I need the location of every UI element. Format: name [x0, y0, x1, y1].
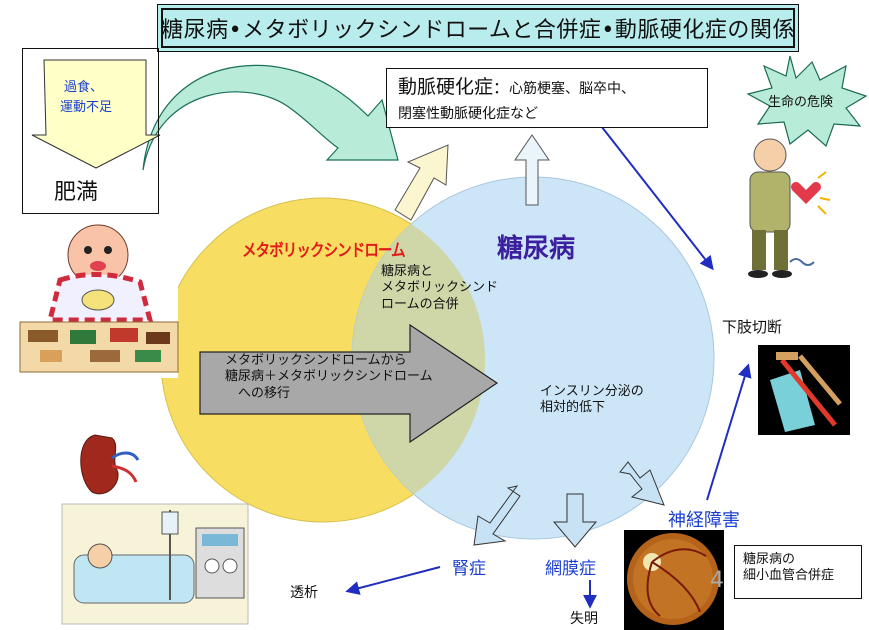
- arteriosclerosis-colon: ：: [493, 78, 510, 97]
- overeating-label: 過食、: [64, 80, 104, 95]
- nephropathy-label: 腎症: [452, 559, 486, 579]
- arteriosclerosis-diseases-2: 閉塞性動脈硬化症など: [398, 106, 538, 122]
- neuropathy-label: 神経障害: [668, 510, 740, 531]
- elderly-person-illustration: [748, 138, 831, 278]
- arteriosclerosis-heading: 動脈硬化症：心筋梗塞、脳卒中、: [398, 72, 635, 99]
- metabolic-to-arterio-arrow: [394, 144, 449, 221]
- lack-of-exercise-label: 運動不足: [60, 100, 113, 115]
- transition-arrow: [199, 323, 499, 444]
- arteriosclerosis-term: 動脈硬化症: [398, 76, 494, 98]
- amputation-label: 下肢切断: [722, 318, 783, 336]
- transition-label: メタボリックシンドロームから 糖尿病＋メタボリックシンドローム への移行: [225, 353, 433, 401]
- retina-photo: [624, 530, 724, 630]
- insulin-secretion-label: インスリン分泌の 相対的低下: [540, 384, 644, 416]
- kidney-illustration: [80, 434, 140, 495]
- arrow-to-elder: [597, 121, 714, 271]
- blindness-label: 失明: [570, 611, 598, 627]
- overlap-region: [352, 198, 485, 522]
- nephropathy-arrow: [473, 485, 521, 546]
- microvascular-complications-box: 糖尿病の 細小血管合併症: [734, 545, 862, 599]
- dialysis-illustration: [61, 503, 249, 625]
- metabolic-syndrome-label: メタボリックシンドローム: [242, 241, 406, 261]
- retinopathy-label: 網膜症: [545, 559, 596, 579]
- obese-person-illustration: [18, 218, 179, 378]
- page-number: 4: [710, 568, 724, 593]
- obesity-flow-arrow: [142, 64, 399, 171]
- arrow-to-amputation: [706, 363, 752, 501]
- cause-down-arrow: [31, 59, 161, 169]
- retinopathy-arrow: [552, 493, 598, 548]
- danger-burst: [746, 55, 868, 148]
- arteriosclerosis-diseases-1: 心筋梗塞、脳卒中、: [509, 81, 636, 97]
- neuropathy-arrow: [619, 461, 665, 506]
- arrow-to-dialysis: [345, 566, 441, 595]
- diabetes-label: 糖尿病: [497, 234, 576, 264]
- diabetes-to-arterio-arrow: [514, 134, 550, 206]
- life-danger-label: 生命の危険: [768, 95, 834, 110]
- page-title: 糖尿病•メタボリックシンドロームと合併症•動脈硬化症の関係: [161, 8, 795, 48]
- cause-box: [22, 48, 159, 214]
- dialysis-label: 透析: [290, 585, 318, 601]
- overlap-label: 糖尿病と メタボリックシンド ロームの合併: [381, 264, 499, 312]
- amputation-illustration: [758, 345, 850, 435]
- arteriosclerosis-box: [386, 68, 708, 128]
- obesity-label: 肥満: [54, 180, 99, 205]
